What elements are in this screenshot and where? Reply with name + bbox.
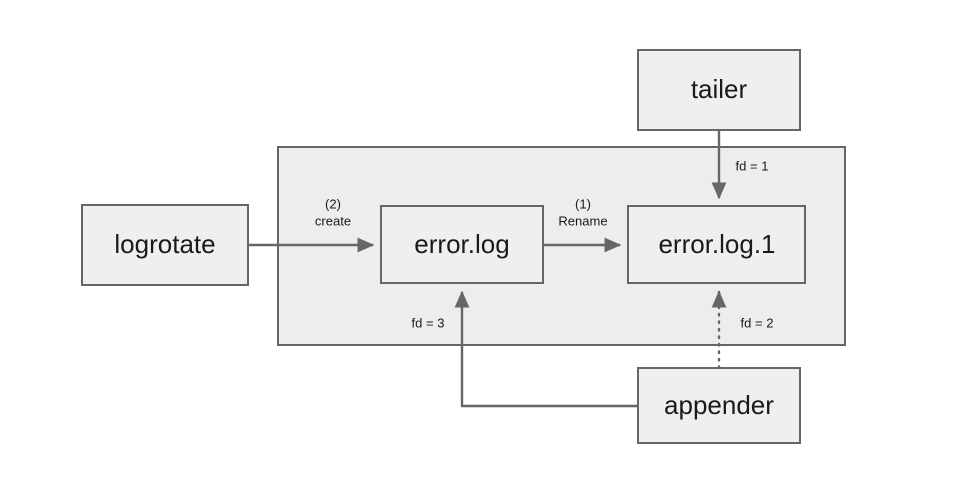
node-tailer[interactable]: tailer	[637, 49, 801, 131]
node-appender[interactable]: appender	[637, 367, 801, 444]
node-error-log-1[interactable]: error.log.1	[627, 205, 806, 284]
node-error-log[interactable]: error.log	[380, 205, 544, 284]
edge-appender-to-error-log: fd = 3	[412, 290, 638, 408]
edge-label-create: create	[315, 213, 351, 228]
edge-label-fd-3: fd = 3	[412, 315, 445, 330]
node-label-logrotate: logrotate	[114, 229, 215, 259]
node-label-tailer: tailer	[691, 74, 748, 104]
edge-label-fd-1: fd = 1	[736, 158, 769, 173]
edge-logrotate-to-error-log: (2) create	[248, 196, 375, 253]
node-logrotate[interactable]: logrotate	[81, 204, 249, 286]
node-label-error-log: error.log	[414, 229, 509, 259]
edge-label-create-index: (2)	[325, 196, 341, 211]
node-label-appender: appender	[664, 390, 774, 420]
edge-label-rename-index: (1)	[575, 196, 591, 211]
node-label-error-log-1: error.log.1	[658, 229, 775, 259]
edge-tailer-to-error-log-1: fd = 1	[711, 130, 769, 200]
edge-label-fd-2: fd = 2	[741, 315, 774, 330]
edge-label-rename: Rename	[558, 213, 607, 228]
edge-appender-to-error-log-1: fd = 2	[711, 290, 774, 370]
edge-error-log-to-error-log-1: (1) Rename	[543, 196, 622, 253]
